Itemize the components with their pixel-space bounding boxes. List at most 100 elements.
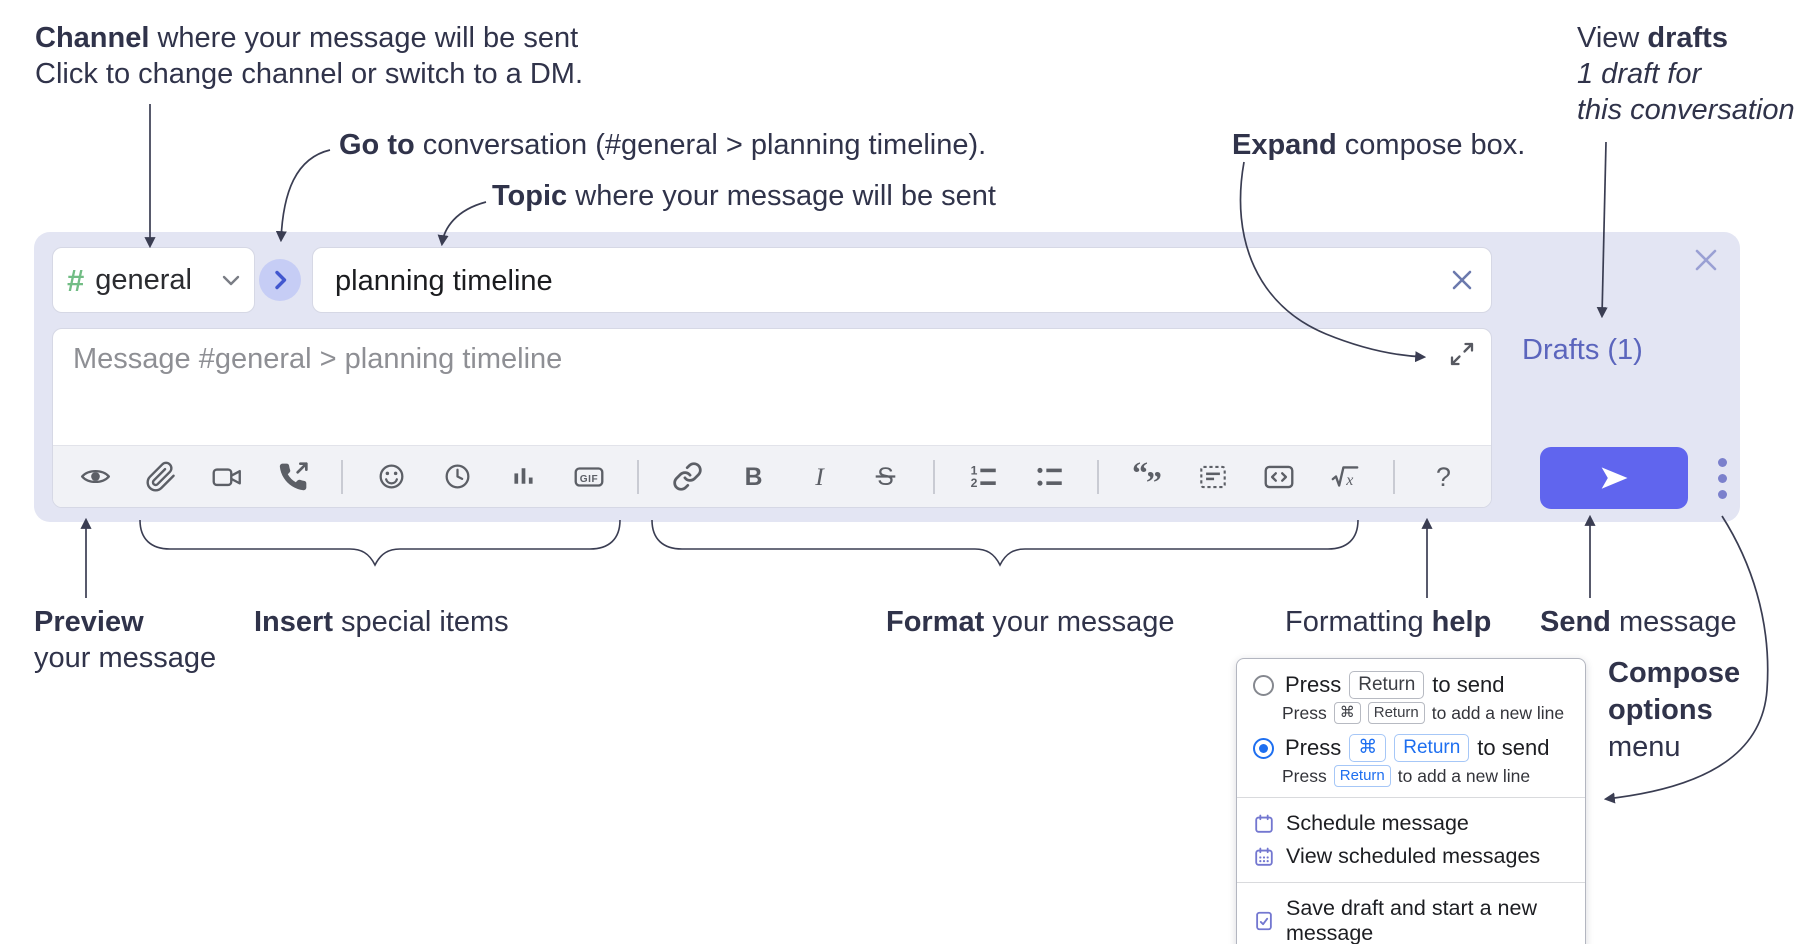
video-call-icon	[212, 467, 241, 486]
annotation-insert: Insert special items	[254, 606, 509, 638]
toolbar-divider	[341, 459, 343, 494]
chevron-right-icon	[275, 270, 287, 290]
attach-paperclip-icon	[146, 461, 175, 492]
time-button[interactable]	[429, 453, 485, 501]
math-button[interactable]: x	[1317, 453, 1373, 501]
help-icon: ?	[1436, 462, 1451, 492]
key-return: Return	[1367, 702, 1425, 724]
attach-paperclip-button[interactable]	[133, 453, 189, 501]
channel-name: general	[95, 263, 192, 296]
drafts-link[interactable]: Drafts (1)	[1522, 334, 1643, 366]
svg-text:”: ”	[1146, 464, 1162, 493]
key-return: Return	[1394, 734, 1470, 762]
goto-conversation-button[interactable]	[259, 259, 301, 301]
spoiler-button[interactable]	[1185, 453, 1241, 501]
time-icon	[445, 464, 469, 489]
strikethrough-icon: S	[875, 464, 895, 491]
channel-selector[interactable]: # general	[52, 247, 255, 313]
press-return-to-send-radio[interactable]	[1253, 674, 1274, 696]
poll-icon	[513, 468, 533, 484]
compose-options-button[interactable]	[1700, 444, 1744, 512]
expand-compose-button[interactable]	[1447, 339, 1477, 369]
bold-button[interactable]: B	[725, 453, 781, 501]
math-icon: x	[1331, 465, 1359, 488]
video-call-button[interactable]	[199, 453, 255, 501]
audio-call-icon	[279, 461, 308, 490]
toolbar-divider	[1393, 459, 1395, 494]
calendar-dots-icon	[1253, 846, 1275, 868]
svg-text:1: 1	[971, 463, 978, 477]
annotation-compose-options: Compose options menu	[1608, 657, 1741, 763]
svg-text:GIF: GIF	[580, 473, 598, 484]
close-x-icon	[1695, 249, 1717, 271]
annotation-channel-line2: Click to change channel or switch to a D…	[35, 58, 584, 90]
annotation-topic: Topic where your message will be sent	[492, 180, 996, 212]
svg-text:I: I	[814, 462, 825, 491]
menu-text: Press	[1282, 702, 1327, 723]
strikethrough-button[interactable]: S	[857, 453, 913, 501]
key-cmd: ⌘	[1333, 702, 1361, 724]
emoji-button[interactable]	[363, 453, 419, 501]
menu-item-label: View scheduled messages	[1286, 844, 1541, 868]
clear-x-icon	[1452, 270, 1472, 290]
quote-icon: “”	[1132, 460, 1162, 494]
gif-button[interactable]: GIF	[561, 453, 617, 501]
menu-item-save-draft-new-message[interactable]: Save draft and start a new message	[1253, 892, 1569, 944]
menu-divider	[1237, 797, 1585, 798]
menu-text: to send	[1432, 672, 1505, 697]
press-cmd-return-to-send-radio[interactable]	[1253, 737, 1274, 759]
svg-text:2: 2	[971, 476, 978, 490]
compose-box: # general	[34, 232, 1740, 522]
topic-clear-button[interactable]	[1447, 265, 1477, 295]
message-input[interactable]	[53, 329, 1491, 445]
menu-item-label: Save draft and start a new message	[1286, 896, 1537, 944]
menu-item-label: Schedule message	[1286, 811, 1469, 835]
svg-text:B: B	[744, 464, 762, 491]
svg-text:?: ?	[1436, 462, 1451, 492]
svg-text:x: x	[1345, 471, 1353, 488]
annotation-preview: Preview your message	[34, 606, 217, 674]
audio-call-button[interactable]	[265, 453, 321, 501]
italic-button[interactable]: I	[791, 453, 847, 501]
code-button[interactable]	[1251, 453, 1307, 501]
link-button[interactable]	[659, 453, 715, 501]
quote-button[interactable]: “”	[1119, 453, 1175, 501]
message-box: GIF B I S 12 “” x?	[52, 328, 1492, 508]
menu-item-schedule-message[interactable]: Schedule message	[1253, 807, 1569, 840]
send-button[interactable]	[1540, 447, 1688, 509]
link-icon	[672, 462, 702, 491]
menu-item-view-scheduled-messages[interactable]: View scheduled messages	[1253, 840, 1569, 873]
numbered-list-icon: 12	[971, 463, 996, 490]
menu-divider	[1237, 882, 1585, 883]
message-area	[53, 329, 1491, 445]
bold-icon: B	[744, 464, 762, 491]
poll-button[interactable]	[495, 453, 551, 501]
compose-close-button[interactable]	[1688, 242, 1724, 278]
key-cmd: ⌘	[1349, 734, 1387, 762]
key-return: Return	[1349, 671, 1425, 699]
bulleted-list-button[interactable]	[1021, 453, 1077, 501]
topic-input[interactable]	[333, 248, 1437, 314]
annotation-goto: Go to conversation (#general > planning …	[339, 129, 987, 161]
bulleted-list-icon	[1037, 467, 1062, 486]
chevron-down-icon	[222, 275, 240, 285]
menu-text: to send	[1477, 735, 1550, 760]
help-button[interactable]: ?	[1415, 453, 1471, 501]
key-return: Return	[1333, 765, 1391, 787]
toolbar-divider	[1097, 459, 1099, 494]
annotation-channel: Channel where your message will be sent	[35, 22, 579, 54]
annotation-expand: Expand compose box.	[1232, 129, 1526, 161]
gif-icon: GIF	[574, 466, 604, 487]
annotation-view-drafts: View drafts 1 draft for this conversatio…	[1577, 22, 1795, 126]
annotation-format: Format your message	[886, 606, 1175, 638]
topic-input-wrap	[312, 247, 1492, 314]
svg-text:“: “	[1132, 460, 1148, 490]
preview-eye-button[interactable]	[67, 453, 123, 501]
